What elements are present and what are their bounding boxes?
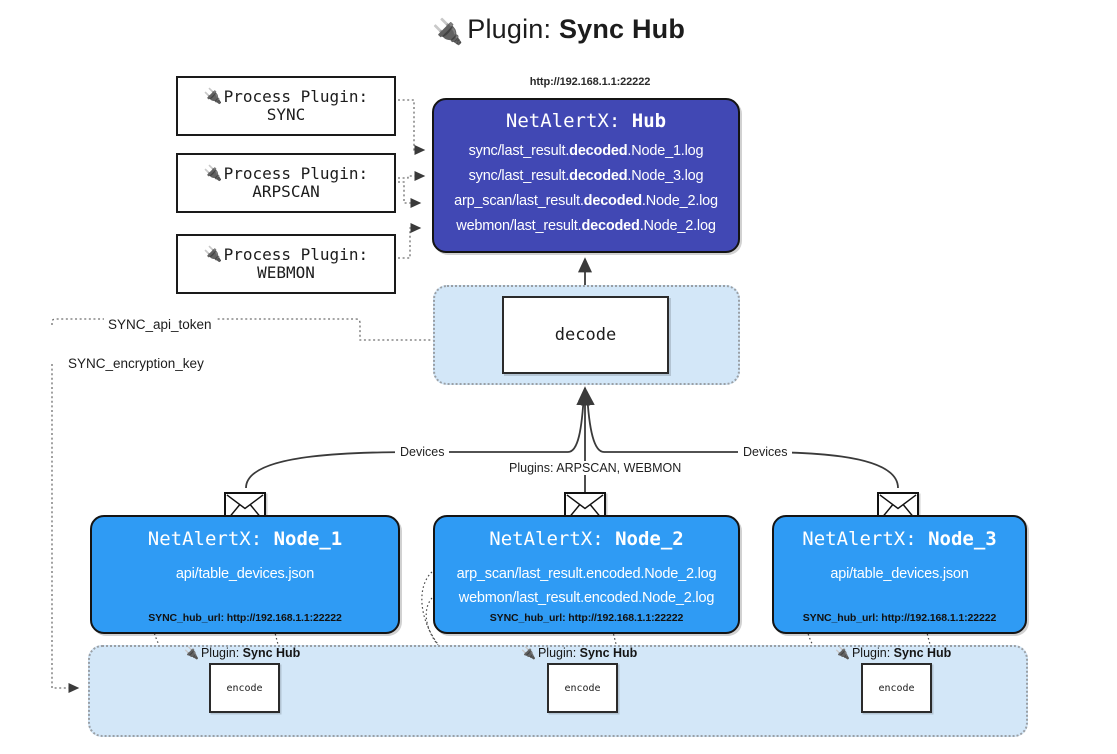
process-plugin-arpscan[interactable]: 🔌 Process Plugin: ARPSCAN — [176, 153, 396, 213]
process-plugin-sync[interactable]: 🔌 Process Plugin: SYNC — [176, 76, 396, 136]
page-title: 🔌Plugin: Sync Hub — [0, 14, 1117, 46]
process-plugin-label: Process Plugin: — [223, 86, 369, 106]
node-hub-url: SYNC_hub_url: http://192.168.1.1:22222 — [489, 612, 684, 624]
label-sync-encryption-key: SYNC_encryption_key — [64, 356, 208, 371]
hub-log-row: webmon/last_result.decoded.Node_2.log — [456, 217, 716, 234]
hub-title: NetAlertX: Hub — [434, 110, 738, 132]
encode-box-node-2[interactable]: encode — [547, 663, 618, 713]
label-sync-api-token: SYNC_api_token — [104, 317, 216, 332]
node-card-node-2[interactable]: NetAlertX: Node_2 arp_scan/last_result.e… — [433, 515, 740, 634]
plug-icon: 🔌 — [203, 245, 223, 264]
node-title: NetAlertX: Node_3 — [802, 528, 997, 550]
hub-title-name: Hub — [631, 110, 667, 132]
node-file-row: api/table_devices.json — [175, 566, 315, 582]
plug-icon: 🔌 — [203, 164, 223, 183]
plugin-caption-node-3: 🔌 Plugin: Sync Hub — [835, 646, 952, 660]
node-file-row: arp_scan/last_result.encoded.Node_2.log — [456, 566, 717, 582]
label-plugins-center: Plugins: ARPSCAN, WEBMON — [504, 461, 687, 475]
hub-url-caption: http://192.168.1.1:22222 — [529, 76, 651, 88]
hub-node[interactable]: NetAlertX: Hub sync/last_result.decoded.… — [432, 98, 740, 253]
node-hub-url: SYNC_hub_url: http://192.168.1.1:22222 — [148, 612, 342, 624]
hub-log-row: sync/last_result.decoded.Node_3.log — [468, 167, 704, 184]
plug-icon: 🔌 — [835, 646, 850, 660]
plug-icon: 🔌 — [431, 18, 464, 46]
plugin-caption-node-1: 🔌 Plugin: Sync Hub — [184, 646, 301, 660]
hub-title-prefix: NetAlertX: — [505, 110, 621, 132]
process-plugin-name: WEBMON — [257, 263, 315, 282]
label-devices-left: Devices — [395, 445, 450, 459]
plugin-caption-node-2: 🔌 Plugin: Sync Hub — [521, 646, 638, 660]
hub-log-row: sync/last_result.decoded.Node_1.log — [468, 143, 704, 159]
hub-log-row: arp_scan/last_result.decoded.Node_2.log — [454, 192, 718, 209]
plug-icon: 🔌 — [184, 646, 199, 660]
process-plugin-label: Process Plugin: — [223, 163, 369, 183]
process-plugin-webmon[interactable]: 🔌 Process Plugin: WEBMON — [176, 234, 396, 294]
node-card-node-3[interactable]: NetAlertX: Node_3 api/table_devices.json… — [772, 515, 1027, 634]
node-title: NetAlertX: Node_1 — [147, 528, 343, 550]
process-plugin-name: ARPSCAN — [252, 182, 320, 201]
node-file-row: webmon/last_result.encoded.Node_2.log — [458, 590, 715, 607]
page-title-name: Sync Hub — [558, 14, 686, 44]
node-hub-url: SYNC_hub_url: http://192.168.1.1:22222 — [802, 612, 997, 624]
process-plugin-name: SYNC — [266, 105, 306, 124]
label-devices-right: Devices — [738, 445, 793, 459]
decode-box[interactable]: decode — [502, 296, 669, 374]
node-file-row: api/table_devices.json — [830, 566, 969, 582]
node-title: NetAlertX: Node_2 — [489, 528, 684, 550]
encode-box-node-3[interactable]: encode — [861, 663, 932, 713]
plug-icon: 🔌 — [521, 646, 536, 660]
plug-icon: 🔌 — [203, 87, 223, 106]
process-plugin-label: Process Plugin: — [223, 244, 369, 264]
node-card-node-1[interactable]: NetAlertX: Node_1 api/table_devices.json… — [90, 515, 400, 634]
page-title-prefix: Plugin: — [467, 14, 552, 44]
encode-box-node-1[interactable]: encode — [209, 663, 280, 713]
